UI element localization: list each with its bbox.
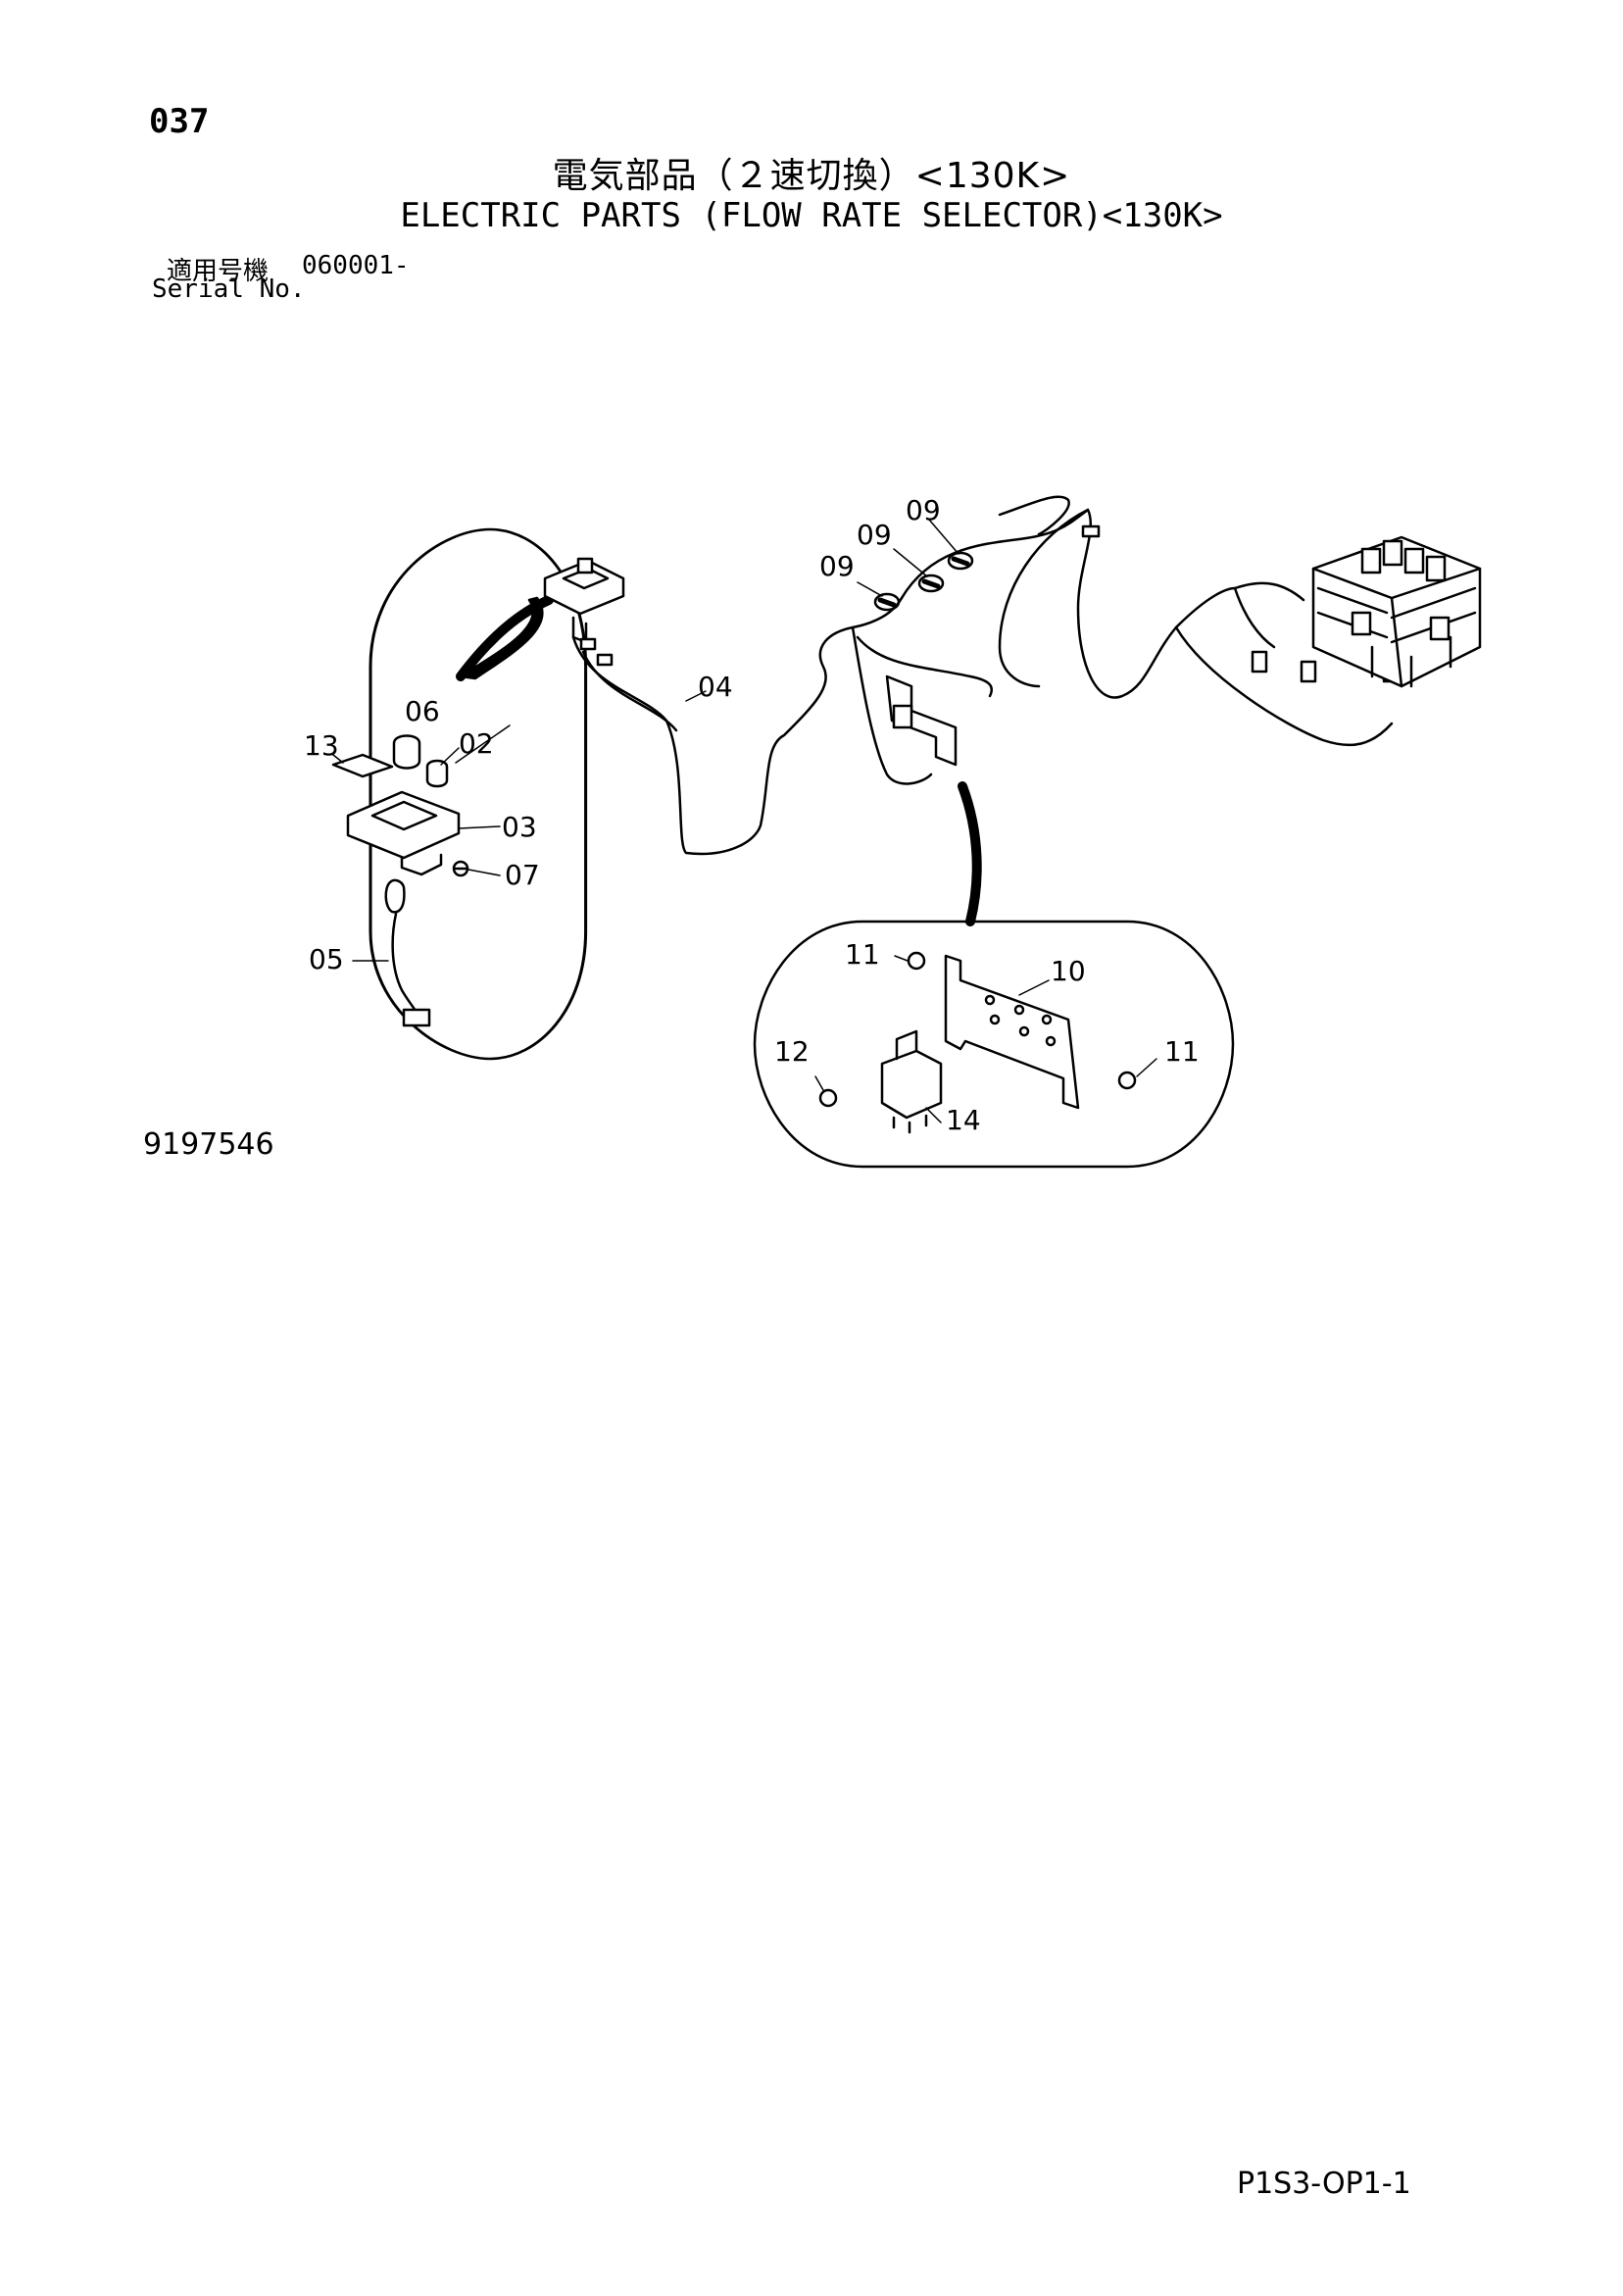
callout-02: 02 xyxy=(459,727,494,760)
page-title-english: ELECTRIC PARTS (FLOW RATE SELECTOR)<130K… xyxy=(400,196,1223,235)
callout-05: 05 xyxy=(309,943,344,975)
clamp-09-group xyxy=(873,551,974,612)
serial-number-value: 060001- xyxy=(302,251,410,280)
serial-label-japanese: 適用号機 xyxy=(167,257,270,286)
drawing-number: 9197546 xyxy=(143,1127,274,1162)
wire-harness-04 xyxy=(571,495,1394,856)
page-reference: P1S3-OP1-1 xyxy=(1237,2167,1411,2201)
relay-bracket-installed xyxy=(885,674,958,767)
callout-11-upper: 11 xyxy=(845,938,880,971)
harness-connector-top xyxy=(1081,524,1101,538)
relay-detail-pointer xyxy=(958,781,982,926)
callout-07: 07 xyxy=(505,859,540,891)
callout-14: 14 xyxy=(946,1104,981,1136)
page-code: 037 xyxy=(149,102,210,141)
switch-parts-detail xyxy=(331,734,469,1027)
callout-09-top: 09 xyxy=(906,494,941,526)
leader-lines xyxy=(332,519,1157,1123)
callout-12: 12 xyxy=(774,1035,810,1068)
page-title-japanese: 電気部品（２速切換）<130K> xyxy=(552,156,1071,196)
callout-10: 10 xyxy=(1051,955,1086,987)
callout-06: 06 xyxy=(405,695,440,727)
callout-13: 13 xyxy=(304,729,339,762)
switch-detail-bubble xyxy=(369,527,588,1061)
serial-label-english: Serial No. xyxy=(152,275,306,304)
callout-03: 03 xyxy=(502,811,537,843)
callout-04: 04 xyxy=(698,671,733,703)
callout-09-middle: 09 xyxy=(857,519,892,551)
control-valve xyxy=(1311,535,1482,688)
switch-assembly-installed xyxy=(543,557,625,667)
callout-09-left: 09 xyxy=(819,550,855,582)
relay-parts-detail xyxy=(818,951,1137,1134)
callout-11-right: 11 xyxy=(1164,1035,1200,1068)
